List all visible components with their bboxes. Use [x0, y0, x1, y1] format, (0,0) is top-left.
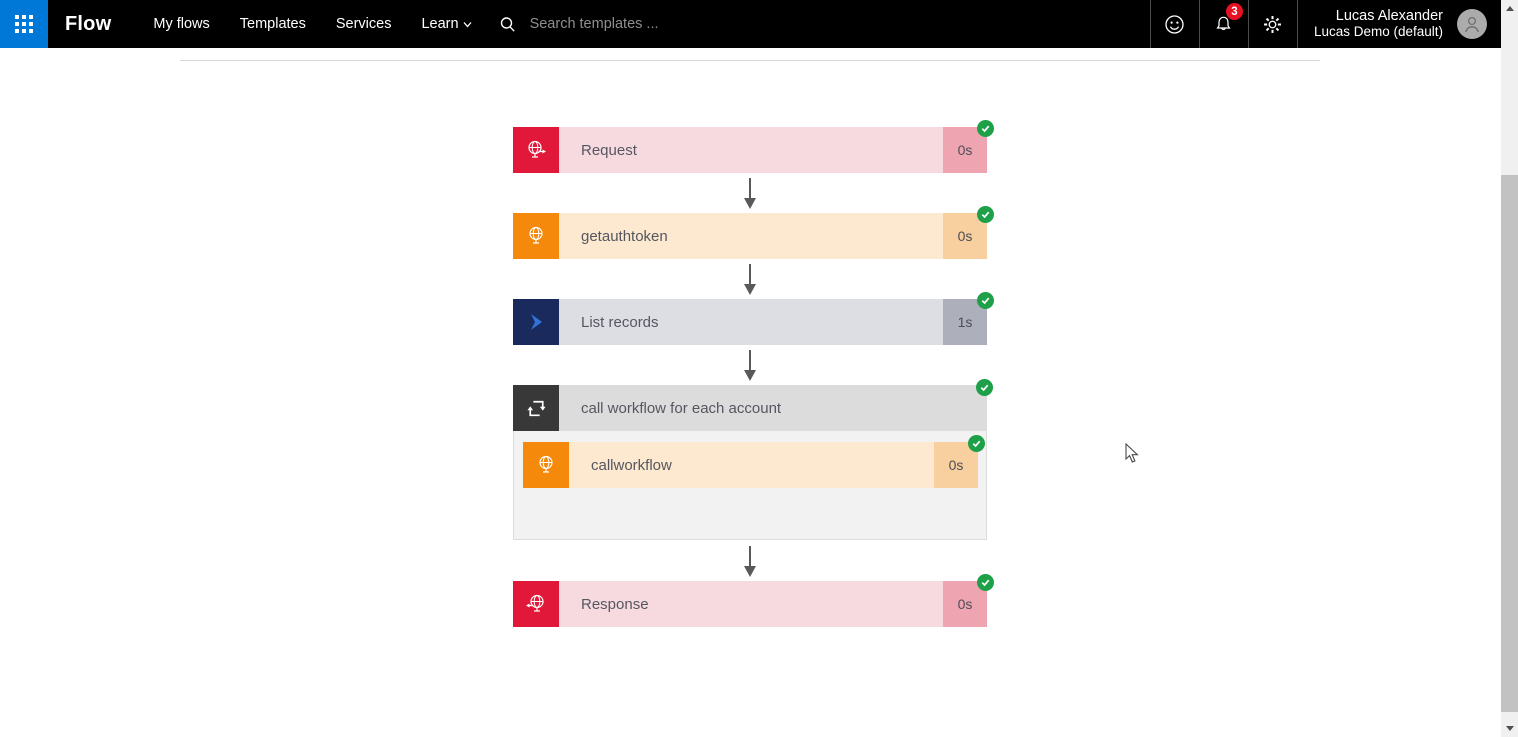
toolbar-divider: [180, 60, 1320, 61]
connector-arrow: [744, 546, 756, 577]
nav-item-learn[interactable]: Learn: [421, 16, 472, 32]
flow-step-request[interactable]: Request 0s: [513, 120, 994, 173]
user-environment: Lucas Demo (default): [1313, 24, 1443, 39]
connector-arrow: [744, 350, 756, 381]
app-launcher-icon: [14, 14, 34, 34]
step-duration: 1s: [943, 299, 987, 345]
succeeded-check-icon: [976, 379, 993, 396]
account-menu[interactable]: Lucas Alexander Lucas Demo (default): [1296, 0, 1501, 48]
scroll-up-button[interactable]: [1501, 0, 1518, 17]
mouse-cursor: [1125, 443, 1139, 463]
top-navigation-bar: Flow My flows Templates Services Learn: [0, 0, 1501, 48]
user-name: Lucas Alexander: [1335, 8, 1443, 24]
loop-icon: [513, 385, 559, 431]
succeeded-check-icon: [977, 292, 994, 309]
smiley-icon: [1165, 14, 1185, 34]
feedback-button[interactable]: [1149, 0, 1199, 48]
step-title: Request: [559, 127, 943, 173]
succeeded-check-icon: [977, 206, 994, 223]
avatar[interactable]: [1457, 9, 1487, 39]
person-icon: [1465, 16, 1479, 33]
brand-title: Flow: [65, 12, 112, 35]
bell-icon: [1216, 16, 1231, 30]
settings-button[interactable]: [1247, 0, 1297, 48]
dynamics365-icon: [513, 299, 559, 345]
flow-step-list-records[interactable]: List records 1s: [513, 292, 994, 345]
vertical-scrollbar[interactable]: [1501, 0, 1518, 737]
succeeded-check-icon: [977, 574, 994, 591]
nav-item-templates[interactable]: Templates: [239, 16, 306, 32]
http-response-icon: [513, 581, 559, 627]
app-launcher-button[interactable]: [0, 0, 48, 48]
succeeded-check-icon: [968, 435, 985, 452]
chevron-down-icon: [463, 21, 472, 27]
flow-step-getauthtoken[interactable]: getauthtoken 0s: [513, 206, 994, 259]
scope-header[interactable]: call workflow for each account: [513, 385, 987, 431]
flow-step-callworkflow[interactable]: callworkflow 0s: [523, 435, 985, 488]
http-icon: [513, 213, 559, 259]
connector-arrow: [744, 178, 756, 209]
search-input[interactable]: [529, 16, 750, 32]
scope-title: call workflow for each account: [559, 385, 987, 431]
notifications-button[interactable]: 3: [1198, 0, 1248, 48]
notifications-badge: 3: [1225, 3, 1243, 20]
step-title: callworkflow: [569, 442, 934, 488]
nav-item-my-flows[interactable]: My flows: [153, 16, 210, 32]
connector-arrow: [744, 264, 756, 295]
scrollbar-thumb[interactable]: [1501, 175, 1518, 712]
http-icon: [523, 442, 569, 488]
top-right-actions: 3 Lucas Alexander Lucas Demo (default): [1149, 0, 1501, 48]
flow-step-response[interactable]: Response 0s: [513, 574, 994, 627]
gear-icon: [1264, 15, 1282, 33]
template-search: [499, 16, 750, 33]
succeeded-check-icon: [977, 120, 994, 137]
step-title: getauthtoken: [559, 213, 943, 259]
nav-item-services[interactable]: Services: [335, 16, 392, 32]
top-nav-menu: My flows Templates Services Learn: [153, 16, 472, 32]
step-title: List records: [559, 299, 943, 345]
scroll-down-button[interactable]: [1501, 720, 1518, 737]
search-icon: [500, 16, 515, 32]
http-request-icon: [513, 127, 559, 173]
step-title: Response: [559, 581, 943, 627]
